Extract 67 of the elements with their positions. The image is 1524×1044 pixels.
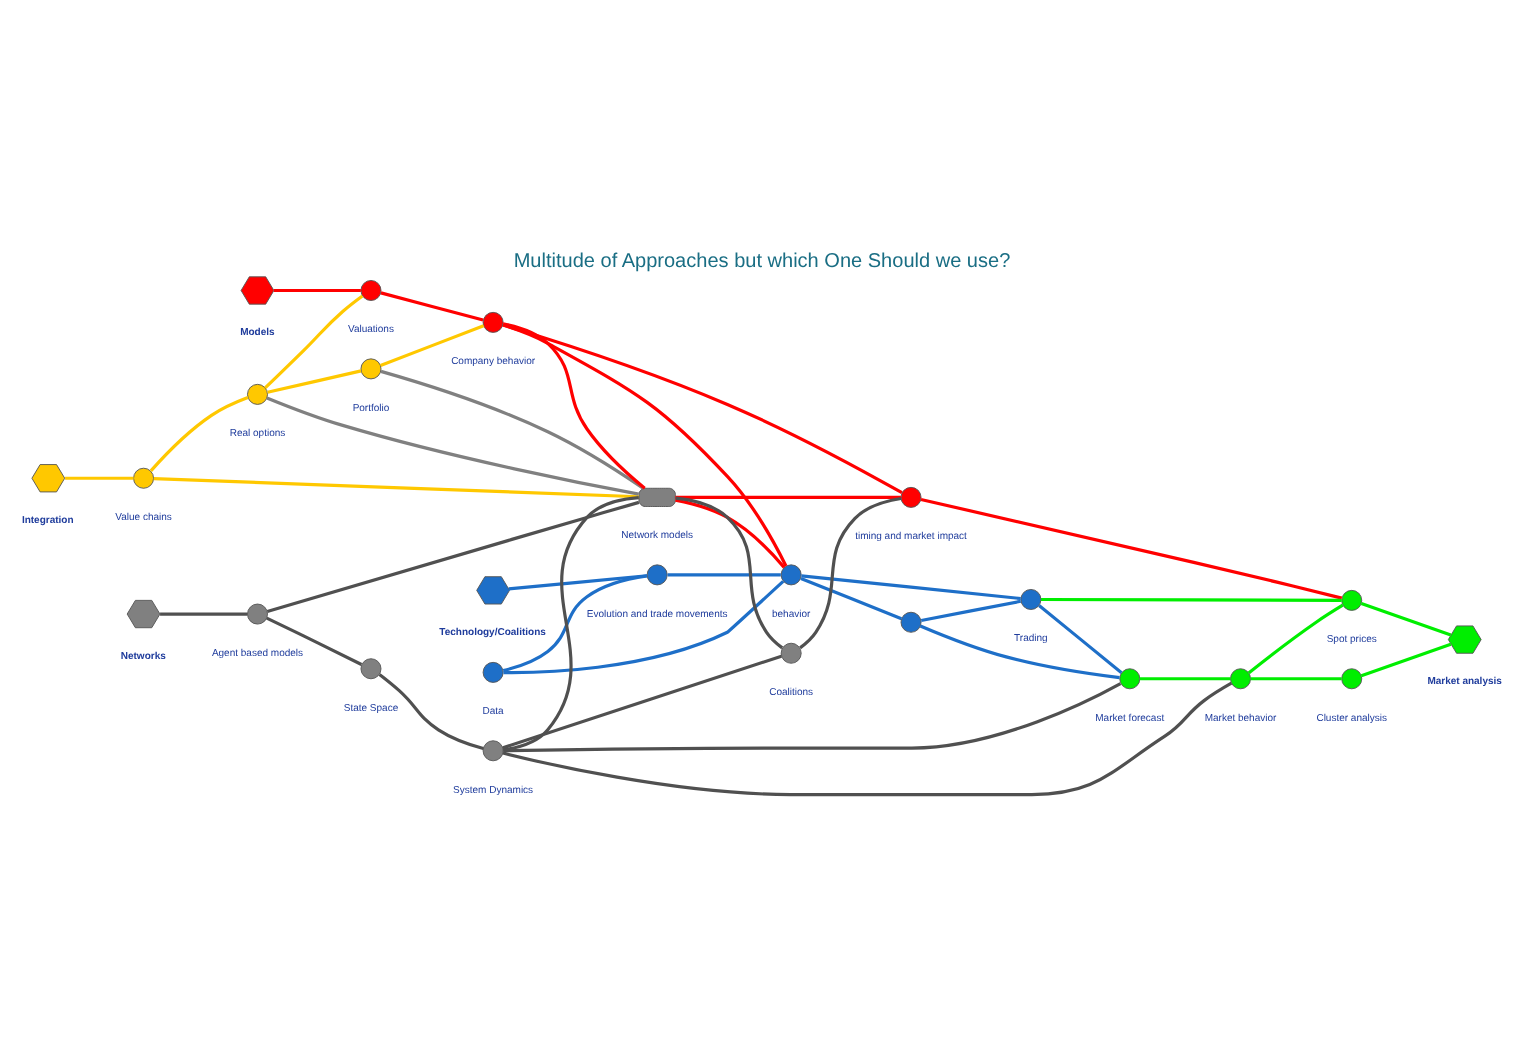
connector: [508, 574, 647, 591]
node-circle: [1020, 589, 1042, 610]
diagram-title: Multitude of Approaches but which One Should we use?: [513, 251, 1011, 274]
connector: [378, 673, 484, 751]
node-circle: [482, 740, 504, 762]
node-circle: [1230, 668, 1251, 690]
connector: [502, 323, 788, 567]
connector: [1140, 677, 1231, 681]
connector: [502, 574, 648, 673]
connector: [800, 576, 903, 621]
connector: [380, 291, 484, 322]
node-circle: [780, 642, 802, 664]
node-circle: [360, 280, 382, 301]
connector: [675, 498, 786, 569]
connector: [266, 616, 363, 666]
connector: [149, 396, 249, 472]
node-box: [638, 487, 676, 507]
connector: [160, 612, 248, 616]
node-circle: [900, 611, 922, 633]
node-circle: [360, 658, 382, 680]
connector: [380, 369, 644, 490]
connector: [675, 496, 784, 650]
node-hexagon: [240, 276, 275, 305]
connector: [502, 681, 1233, 797]
connector: [266, 396, 640, 496]
node-hexagon: [476, 576, 510, 605]
node-hexagon: [126, 599, 161, 629]
connector: [1041, 597, 1342, 602]
connector: [502, 495, 639, 752]
connector: [264, 294, 364, 390]
connector: [801, 574, 1021, 601]
connector: [1250, 677, 1342, 681]
connector: [799, 496, 902, 650]
node-hexagon: [1447, 625, 1482, 654]
node-circle: [1341, 589, 1363, 611]
connector: [502, 323, 903, 495]
node-circle: [247, 603, 268, 625]
connector: [1247, 603, 1344, 675]
connector: [503, 682, 1122, 753]
connector: [273, 288, 361, 293]
connector: [153, 477, 639, 499]
connector: [919, 624, 1120, 680]
connector: [65, 476, 134, 480]
node-circle: [482, 661, 504, 683]
node-circle: [780, 564, 802, 586]
connector: [502, 322, 646, 490]
connector: [503, 580, 785, 675]
connector: [267, 369, 362, 394]
node-circle: [133, 467, 155, 489]
connector: [379, 324, 485, 367]
connector: [1038, 604, 1123, 674]
node-circle: [360, 358, 382, 380]
connector: [266, 500, 640, 613]
node-circle: [646, 564, 668, 586]
connector: [920, 497, 1343, 600]
node-circle: [1119, 668, 1141, 690]
node-circle: [1341, 668, 1363, 690]
connector: [920, 599, 1022, 623]
node-circle: [900, 486, 922, 508]
node-circle: [247, 383, 268, 405]
connector: [675, 495, 901, 499]
connector: [1360, 601, 1452, 637]
connector: [1360, 642, 1452, 678]
node-circle: [482, 311, 504, 333]
connector: [502, 654, 782, 750]
node-hexagon: [31, 464, 66, 493]
connector: [667, 573, 781, 577]
